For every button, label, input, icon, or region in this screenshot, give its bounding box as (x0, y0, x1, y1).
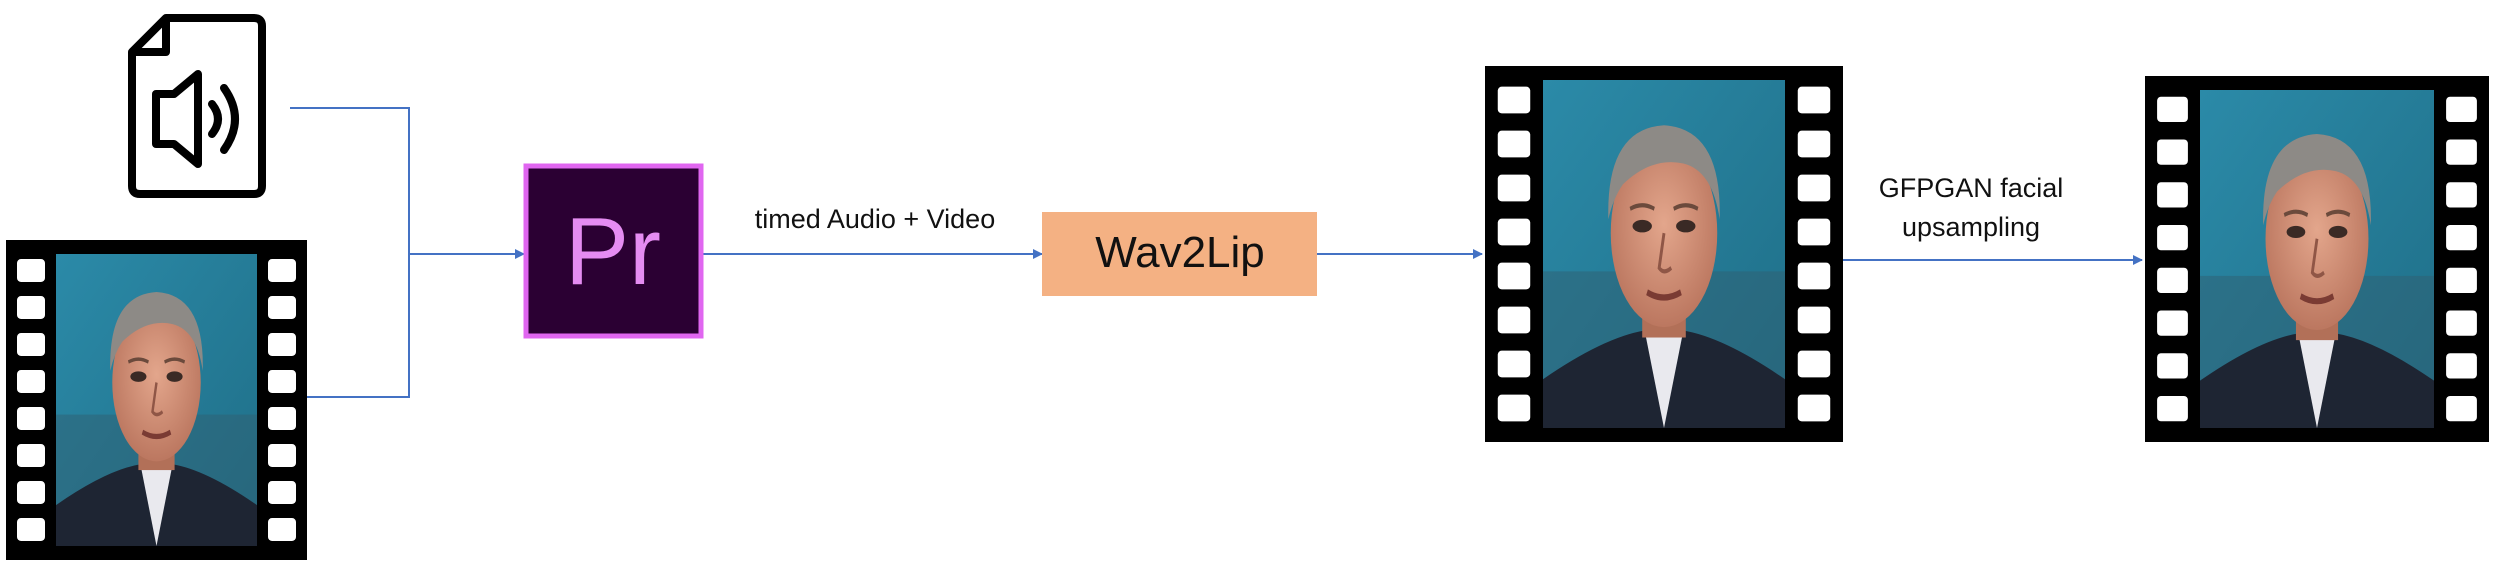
sprocket-hole (2446, 395, 2477, 422)
sprocket-hole (2157, 96, 2188, 123)
gfpgan-label-line1: GFPGAN facial (1879, 173, 2064, 203)
wav2lip-label: Wav2Lip (1095, 228, 1265, 277)
sprocket-hole (2157, 267, 2188, 294)
sprocket-hole (2446, 267, 2477, 294)
sprocket-hole (1797, 218, 1831, 246)
connectors (290, 107, 2143, 398)
sprocket-hole (1497, 394, 1531, 422)
sprocket-hole (2157, 310, 2188, 336)
sprocket-hole (1497, 306, 1531, 334)
sprocket-hole (2446, 96, 2477, 123)
input-video-film-strip (6, 240, 307, 560)
sprocket-hole (2446, 182, 2477, 208)
sprocket-hole (2157, 395, 2188, 422)
sprocket-hole (1797, 394, 1831, 422)
wav2lip-node: Wav2Lip (1042, 212, 1317, 296)
face-image (56, 254, 257, 546)
sprocket-hole (2446, 139, 2477, 165)
sprocket-hole (268, 259, 296, 282)
sprocket-hole (268, 481, 296, 504)
sprocket-hole (2157, 139, 2188, 165)
sprocket-hole (2157, 353, 2188, 379)
sprocket-hole (17, 333, 45, 356)
sprocket-hole (268, 518, 296, 541)
sprocket-hole (2157, 224, 2188, 251)
sprocket-hole (268, 444, 296, 467)
face-image (2200, 90, 2434, 428)
output-video-film-strip (2145, 76, 2489, 442)
sprocket-hole (17, 444, 45, 467)
audio-to-merge-line (290, 107, 410, 254)
timed-audio-video-label: timed Audio + Video (755, 204, 995, 234)
sprocket-hole (17, 407, 45, 430)
gfpgan-label-line2: upsampling (1902, 212, 2040, 242)
sprocket-hole (1497, 350, 1531, 378)
sprocket-hole (17, 518, 45, 541)
sprocket-hole (1797, 262, 1831, 290)
sprocket-hole (1797, 130, 1831, 158)
sprocket-hole (2446, 224, 2477, 251)
sprocket-hole (1797, 350, 1831, 378)
speaker-icon (152, 70, 239, 168)
sprocket-hole (1497, 86, 1531, 114)
sprocket-hole (17, 481, 45, 504)
sprocket-hole (1797, 306, 1831, 334)
sprocket-hole (1497, 174, 1531, 202)
sprocket-hole (268, 296, 296, 319)
sprocket-hole (2446, 353, 2477, 379)
sprocket-hole (1797, 86, 1831, 114)
lipsync-video-film-strip (1485, 66, 1843, 442)
sprocket-hole (2157, 182, 2188, 208)
sprocket-hole (268, 407, 296, 430)
sprocket-hole (17, 370, 45, 393)
sprocket-hole (1497, 262, 1531, 290)
premiere-label: Pr (565, 198, 661, 305)
sprocket-hole (17, 259, 45, 282)
sprocket-hole (1797, 174, 1831, 202)
face-image (1543, 80, 1785, 428)
sprocket-hole (268, 333, 296, 356)
sprocket-hole (17, 296, 45, 319)
premiere-pro-logo: Pr (523, 163, 704, 339)
sprocket-hole (2446, 310, 2477, 336)
sprocket-hole (268, 370, 296, 393)
audio-file-icon (128, 14, 266, 198)
video-to-merge-line (307, 254, 410, 398)
sprocket-hole (1497, 218, 1531, 246)
sprocket-hole (1497, 130, 1531, 158)
